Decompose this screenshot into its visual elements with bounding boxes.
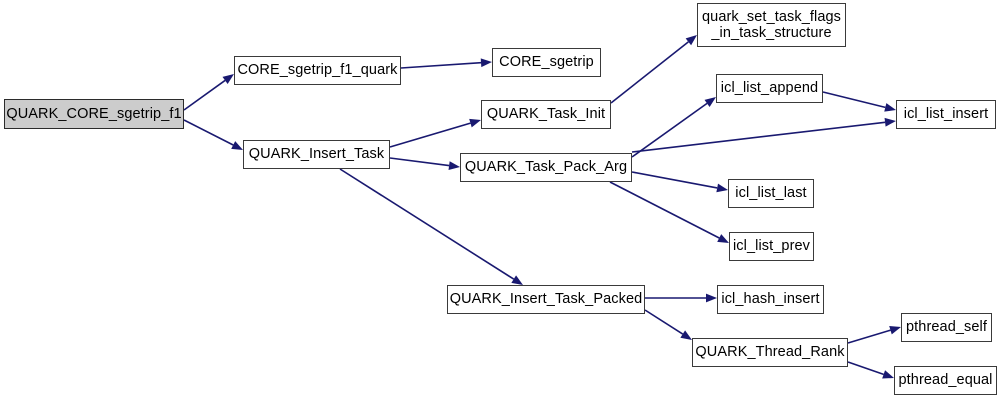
graph-node-pthread_self[interactable]: pthread_self: [901, 313, 992, 342]
graph-node-label: icl_list_prev: [732, 238, 811, 255]
graph-node-icl_hash_insert[interactable]: icl_hash_insert: [717, 285, 824, 314]
arrowhead-icon: [231, 141, 243, 150]
graph-node-label: QUARK_CORE_sgetrip_f1: [6, 105, 182, 122]
arrowhead-icon: [704, 97, 716, 107]
graph-node-quark_task_init[interactable]: QUARK_Task_Init: [481, 100, 611, 129]
graph-node-core_sgetrip[interactable]: CORE_sgetrip: [492, 48, 601, 77]
edge-quark_task_pack_arg-to-icl_list_last: [631, 171, 728, 193]
arrowhead-icon: [680, 330, 692, 340]
arrowhead-icon: [448, 161, 460, 170]
graph-node-label: QUARK_Insert_Task_Packed: [449, 291, 643, 308]
graph-node-label: QUARK_Thread_Rank: [695, 344, 845, 361]
arrowhead-icon: [716, 183, 728, 193]
graph-node-quark_core_sgetrip_f1[interactable]: QUARK_CORE_sgetrip_f1: [4, 99, 184, 129]
graph-node-icl_list_prev[interactable]: icl_list_prev: [729, 232, 814, 261]
graph-node-label: CORE_sgetrip_f1_quark: [237, 62, 398, 79]
graph-node-core_sgetrip_f1_quark[interactable]: CORE_sgetrip_f1_quark: [234, 56, 401, 85]
graph-node-quark_insert_task[interactable]: QUARK_Insert_Task: [243, 140, 390, 169]
arrowhead-icon: [889, 325, 901, 335]
graph-node-label: icl_hash_insert: [721, 291, 820, 308]
graph-node-label: icl_list_append: [720, 80, 819, 97]
edge-quark_task_pack_arg-to-icl_list_prev: [609, 181, 729, 243]
edge-quark_insert_task-to-quark_task_init: [389, 118, 481, 148]
graph-node-icl_list_append[interactable]: icl_list_append: [716, 74, 823, 103]
graph-node-pthread_equal[interactable]: pthread_equal: [894, 366, 997, 395]
edge-icl_list_append-to-icl_list_insert: [822, 91, 896, 112]
edge-quark_insert_task_packed-to-quark_thread_rank: [644, 309, 692, 340]
graph-node-quark_set_task_flags_in_task_structure[interactable]: quark_set_task_flags _in_task_structure: [697, 3, 846, 47]
graph-node-label: QUARK_Task_Pack_Arg: [464, 159, 628, 176]
graph-node-icl_list_insert[interactable]: icl_list_insert: [896, 100, 996, 129]
edge-quark_thread_rank-to-pthread_equal: [847, 361, 894, 379]
arrowhead-icon: [511, 275, 523, 285]
arrowhead-icon: [685, 35, 697, 46]
graph-node-label: pthread_equal: [898, 372, 993, 389]
arrowhead-icon: [717, 234, 729, 243]
edge-quark_insert_task-to-quark_insert_task_packed: [339, 168, 523, 285]
edge-quark_core_sgetrip_f1-to-quark_insert_task: [183, 119, 243, 150]
graph-node-label: pthread_self: [905, 319, 987, 336]
edge-quark_task_pack_arg-to-icl_list_append: [631, 97, 716, 158]
graph-node-label: QUARK_Insert_Task: [248, 146, 385, 163]
graph-node-quark_thread_rank[interactable]: QUARK_Thread_Rank: [692, 338, 848, 367]
graph-node-label: QUARK_Task_Init: [486, 106, 606, 123]
edge-quark_task_pack_arg-to-icl_list_insert: [631, 117, 896, 153]
arrowhead-icon: [884, 103, 896, 112]
graph-node-label: icl_list_insert: [903, 106, 989, 123]
graph-node-label: icl_list_last: [735, 185, 807, 202]
edge-quark_task_init-to-quark_set_task_flags_in_task_structure: [610, 35, 697, 104]
graph-node-quark_task_pack_arg[interactable]: QUARK_Task_Pack_Arg: [460, 153, 632, 182]
edge-quark_thread_rank-to-pthread_self: [847, 325, 901, 344]
edge-core_sgetrip_f1_quark-to-core_sgetrip: [400, 58, 492, 69]
arrowhead-icon: [480, 58, 492, 68]
edge-quark_insert_task-to-quark_task_pack_arg: [389, 157, 460, 170]
arrowhead-icon: [706, 293, 717, 303]
graph-node-label: quark_set_task_flags _in_task_structure: [701, 8, 842, 41]
graph-node-quark_insert_task_packed[interactable]: QUARK_Insert_Task_Packed: [447, 285, 645, 314]
arrowhead-icon: [882, 370, 894, 379]
edge-quark_core_sgetrip_f1-to-core_sgetrip_f1_quark: [183, 74, 234, 111]
graph-node-label: CORE_sgetrip: [499, 54, 594, 71]
arrowhead-icon: [884, 117, 896, 127]
graph-node-icl_list_last[interactable]: icl_list_last: [728, 179, 814, 208]
edge-quark_insert_task_packed-to-icl_hash_insert: [645, 293, 717, 303]
arrowhead-icon: [222, 74, 234, 84]
arrowhead-icon: [469, 118, 481, 128]
